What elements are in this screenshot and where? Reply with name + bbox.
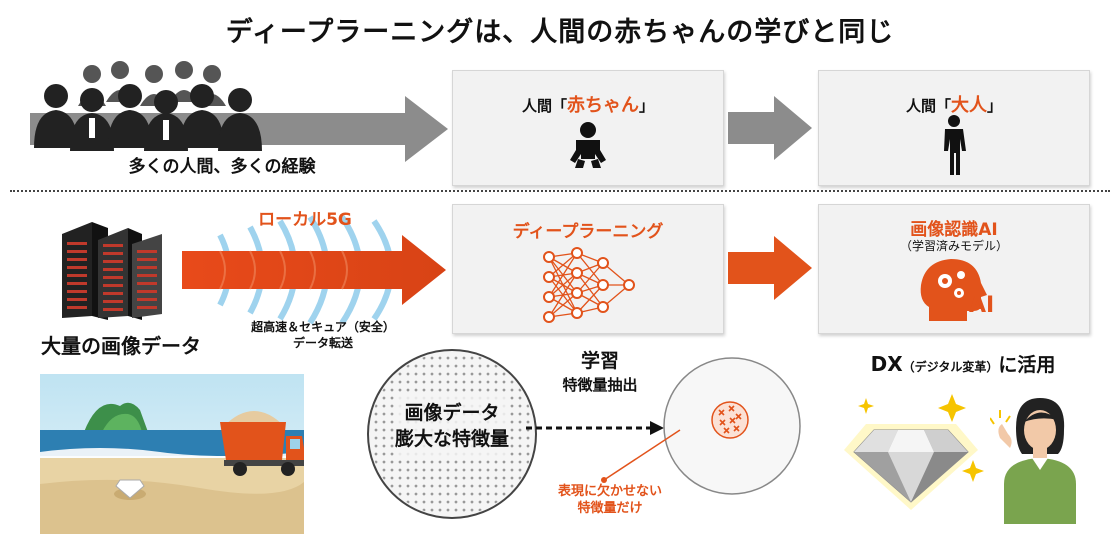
data-transfer-arrow: [182, 215, 446, 325]
feature-note-1: 表現に欠かせない: [557, 484, 662, 499]
learn-title: 学習: [580, 350, 619, 372]
beach-truck-image: [40, 374, 304, 534]
ai-model-box: 画像認識AI （学習済みモデル） AI: [818, 204, 1090, 334]
ai-head-icon: [920, 259, 987, 321]
data-caption: 大量の画像データ: [41, 334, 201, 358]
ai-model-title: 画像認識AI: [910, 220, 998, 240]
section-divider: [10, 190, 1110, 192]
baby-box: 人間「赤ちゃん」: [452, 70, 724, 186]
feature-circle: [663, 357, 801, 495]
circle-text-1: 画像データ: [404, 402, 500, 424]
orange-arrow: [728, 236, 812, 300]
deep-learning-box: ディープラーニング: [452, 204, 724, 334]
transfer-caption-1: 超高速＆セキュア（安全）: [251, 320, 395, 334]
neural-network-icon: [543, 247, 635, 323]
diamond-icon: [844, 394, 984, 510]
network-label: ローカル5G: [258, 210, 352, 230]
dx-caption: DX（デジタル変革）に活用: [870, 352, 1056, 376]
crowd-silhouette-icon: [34, 61, 262, 151]
person-icon: [990, 398, 1076, 524]
adult-icon: [944, 115, 966, 175]
feature-note-2: 特徴量だけ: [577, 501, 643, 516]
learn-subtitle: 特徴量抽出: [562, 376, 638, 394]
ai-head-label: AI: [969, 293, 995, 318]
baby-box-label: 人間「赤ちゃん」: [521, 95, 655, 116]
deep-learning-title: ディープラーニング: [512, 222, 664, 242]
dotted-data-circle: [367, 349, 537, 519]
crowd-caption: 多くの人間、多くの経験: [128, 157, 316, 177]
server-rack-icon: [62, 222, 162, 320]
dashed-arrow: [526, 421, 664, 435]
feature-pointer-line: [601, 429, 681, 483]
gray-arrow: [728, 96, 812, 160]
circle-text-2: 膨大な特徴量: [394, 428, 509, 450]
adult-box-label: 人間「大人」: [905, 95, 1003, 116]
adult-box: 人間「大人」: [818, 70, 1090, 186]
baby-icon: [570, 122, 606, 168]
ai-model-subtitle: （学習済みモデル）: [899, 239, 1008, 253]
transfer-caption-2: データ転送: [292, 336, 353, 350]
page-title: ディープラーニングは、人間の赤ちゃんの学びと同じ: [225, 17, 895, 48]
